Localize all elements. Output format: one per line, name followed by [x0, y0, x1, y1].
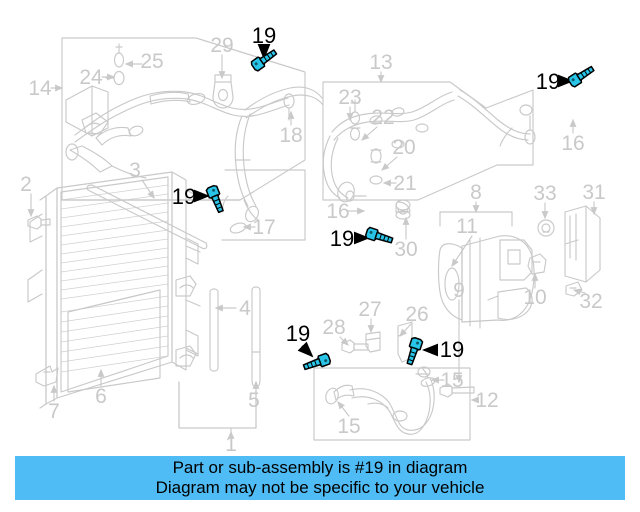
part-label-21: 21: [393, 172, 416, 195]
part-label-12: 12: [475, 389, 498, 412]
part-label-9: 9: [453, 279, 465, 302]
part-6-panel: [67, 289, 161, 393]
part-label-16: 16: [326, 200, 349, 223]
part-9-bolt: [439, 383, 475, 398]
part-30-shape: [395, 199, 411, 215]
part-label-16: 16: [561, 132, 584, 155]
part-label-23: 23: [338, 86, 361, 109]
part-label-17: 17: [252, 216, 275, 239]
hose-assembly-13: [322, 89, 536, 203]
part-33-shape: [537, 219, 555, 237]
part-label-27: 27: [358, 298, 381, 321]
part-5-rod: [251, 286, 261, 389]
part-label-7: 7: [48, 400, 60, 423]
svg-text:19: 19: [440, 337, 464, 362]
part-label-26: 26: [405, 303, 428, 326]
compressor-assembly-11: [437, 235, 535, 329]
part-label-5: 5: [248, 389, 260, 412]
banner-line-2: Diagram may not be specific to your vehi…: [155, 478, 485, 497]
part-1-bracket: [178, 381, 257, 437]
hose-assembly-12: [325, 366, 436, 435]
svg-text:19: 19: [286, 321, 310, 346]
part-label-30: 30: [394, 238, 417, 261]
highlight-callouts: 19 19 19 19: [172, 23, 597, 374]
part-7-clip: [35, 365, 59, 387]
part-label-1: 1: [225, 433, 237, 456]
part-label-4: 4: [239, 297, 251, 320]
part-label-28: 28: [322, 316, 345, 339]
part-31-shield: [564, 205, 601, 283]
callout-19-mid-left: 19: [172, 183, 227, 215]
callout-19-top-left: 19: [249, 23, 280, 73]
part-label-18: 18: [279, 124, 302, 147]
part-28-shape: [341, 339, 369, 354]
part-3-rod: [86, 184, 208, 250]
callout-19-mid-center: 19: [330, 226, 395, 251]
part-label-10: 10: [523, 286, 546, 309]
svg-text:19: 19: [172, 184, 196, 209]
leader-lines: [27, 54, 598, 439]
callout-19-top-right: 19: [536, 63, 597, 94]
bracket-leaders: [178, 211, 513, 429]
part-label-15: 15: [440, 369, 463, 392]
part-label-2: 2: [20, 173, 32, 196]
condenser-brackets: [175, 275, 197, 367]
hose-assembly-18: [222, 86, 324, 223]
svg-text:19: 19: [330, 226, 354, 251]
condenser-fins: [60, 184, 169, 373]
part-10-shape: [527, 253, 547, 275]
callout-19-bottom-left: 19: [286, 321, 332, 374]
group-14-box: [61, 37, 306, 201]
disclaimer-banner: Part or sub-assembly is #19 in diagram D…: [15, 456, 625, 500]
banner-line-1: Part or sub-assembly is #19 in diagram: [172, 458, 468, 477]
part-2-bolt: [27, 215, 51, 230]
part-label-20: 20: [392, 136, 415, 159]
group-12-box: [313, 367, 471, 441]
part-label-14: 14: [28, 77, 52, 100]
part-label-3: 3: [129, 159, 141, 182]
part-label-32: 32: [579, 290, 602, 313]
part-label-33: 33: [533, 182, 556, 205]
part-label-29: 29: [210, 34, 233, 57]
part-label-15: 15: [337, 415, 360, 438]
part-label-11: 11: [456, 215, 478, 238]
part-29-shape: [212, 74, 234, 109]
condenser-core: [27, 171, 201, 409]
part-label-24: 24: [79, 66, 103, 89]
group-17-box: [221, 169, 306, 241]
part-label-31: 31: [582, 181, 605, 204]
svg-text:19: 19: [536, 69, 560, 94]
part-label-8: 8: [470, 181, 482, 204]
part-label-6: 6: [95, 385, 107, 408]
part-label-22: 22: [371, 106, 394, 129]
part-4-rod: [209, 288, 219, 372]
callout-19-bottom-right: 19: [403, 336, 464, 367]
part-label-25: 25: [140, 50, 163, 73]
part-label-13: 13: [369, 51, 392, 74]
svg-text:19: 19: [252, 23, 276, 48]
part-17-shape: [229, 222, 247, 234]
